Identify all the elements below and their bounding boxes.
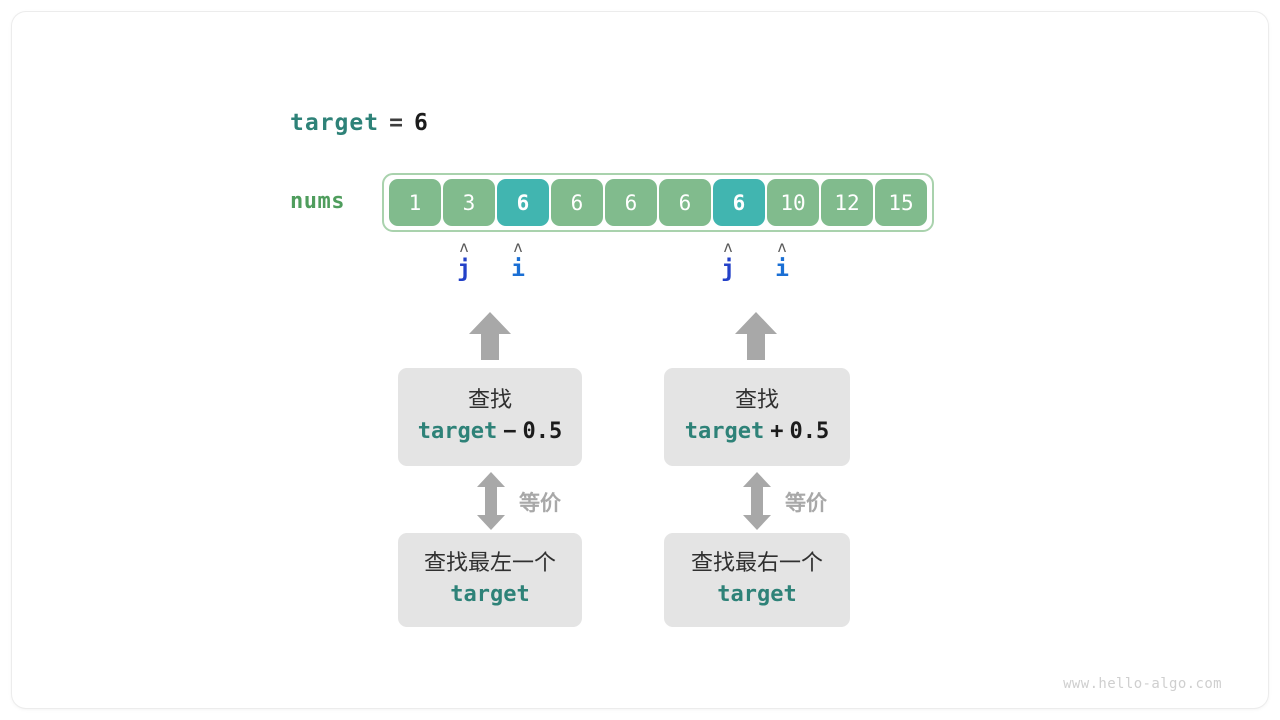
up-arrow-icon-right	[735, 312, 777, 360]
array-cell-highlighted[interactable]: 6	[713, 179, 765, 226]
array-cell[interactable]: 12	[821, 179, 873, 226]
left-bottom-box-line1: 查找最左一个	[423, 551, 556, 576]
target-value: 6	[413, 110, 429, 136]
pointer-i-left: ʌ i	[503, 238, 533, 283]
watermark: www.hello-algo.com	[1063, 676, 1222, 692]
target-keyword: target	[290, 110, 380, 136]
right-bottom-box-line1: 查找最右一个	[690, 551, 823, 576]
array-cell[interactable]: 6	[605, 179, 657, 226]
caret-icon: ʌ	[723, 238, 733, 256]
right-bottom-box-term: target	[717, 579, 796, 611]
left-top-box-line1: 查找	[467, 388, 512, 413]
equivalence-label-left: 等价	[519, 491, 561, 515]
up-arrow-icon-left	[469, 312, 511, 360]
equivalence-label-right: 等价	[785, 491, 827, 515]
array-label: nums	[290, 189, 345, 214]
left-bottom-box: 查找最左一个 target	[398, 533, 582, 627]
right-top-box: 查找 target+0.5	[664, 368, 850, 466]
array-cell[interactable]: 10	[767, 179, 819, 226]
array-cell[interactable]: 6	[659, 179, 711, 226]
right-top-box-line1: 查找	[734, 388, 779, 413]
target-token: target	[450, 582, 530, 607]
card-frame	[12, 12, 1268, 708]
equals-operator: =	[389, 110, 404, 136]
target-token: target	[717, 582, 797, 607]
double-arrow-icon-right	[743, 472, 771, 530]
pointer-label: j	[457, 256, 471, 282]
left-top-box-expression: target−0.5	[418, 416, 562, 448]
array-cell[interactable]: 1	[389, 179, 441, 226]
caret-icon: ʌ	[513, 238, 523, 256]
right-bottom-box: 查找最右一个 target	[664, 533, 850, 627]
pointer-j-right: ʌ j	[713, 238, 743, 283]
target-token: target	[684, 419, 765, 444]
array-cell[interactable]: 6	[551, 179, 603, 226]
pointer-label: i	[775, 256, 789, 282]
pointer-label: j	[721, 256, 735, 282]
pointer-label: i	[511, 256, 525, 282]
target-expression: target = 6	[290, 110, 429, 136]
caret-icon: ʌ	[777, 238, 787, 256]
left-top-box: 查找 target−0.5	[398, 368, 582, 466]
left-bottom-box-term: target	[450, 579, 529, 611]
array-cell-highlighted[interactable]: 6	[497, 179, 549, 226]
caret-icon: ʌ	[459, 238, 469, 256]
double-arrow-icon-left	[477, 472, 505, 530]
operator-token: −	[503, 419, 517, 444]
offset-token: 0.5	[522, 419, 563, 444]
pointer-i-right: ʌ i	[767, 238, 797, 283]
right-top-box-expression: target+0.5	[685, 416, 829, 448]
target-token: target	[417, 419, 498, 444]
array-cell[interactable]: 15	[875, 179, 927, 226]
pointer-j-left: ʌ j	[449, 238, 479, 283]
offset-token: 0.5	[789, 419, 830, 444]
operator-token: +	[770, 419, 784, 444]
array-cell[interactable]: 3	[443, 179, 495, 226]
array-container: 1 3 6 6 6 6 6 10 12 15	[382, 173, 934, 232]
